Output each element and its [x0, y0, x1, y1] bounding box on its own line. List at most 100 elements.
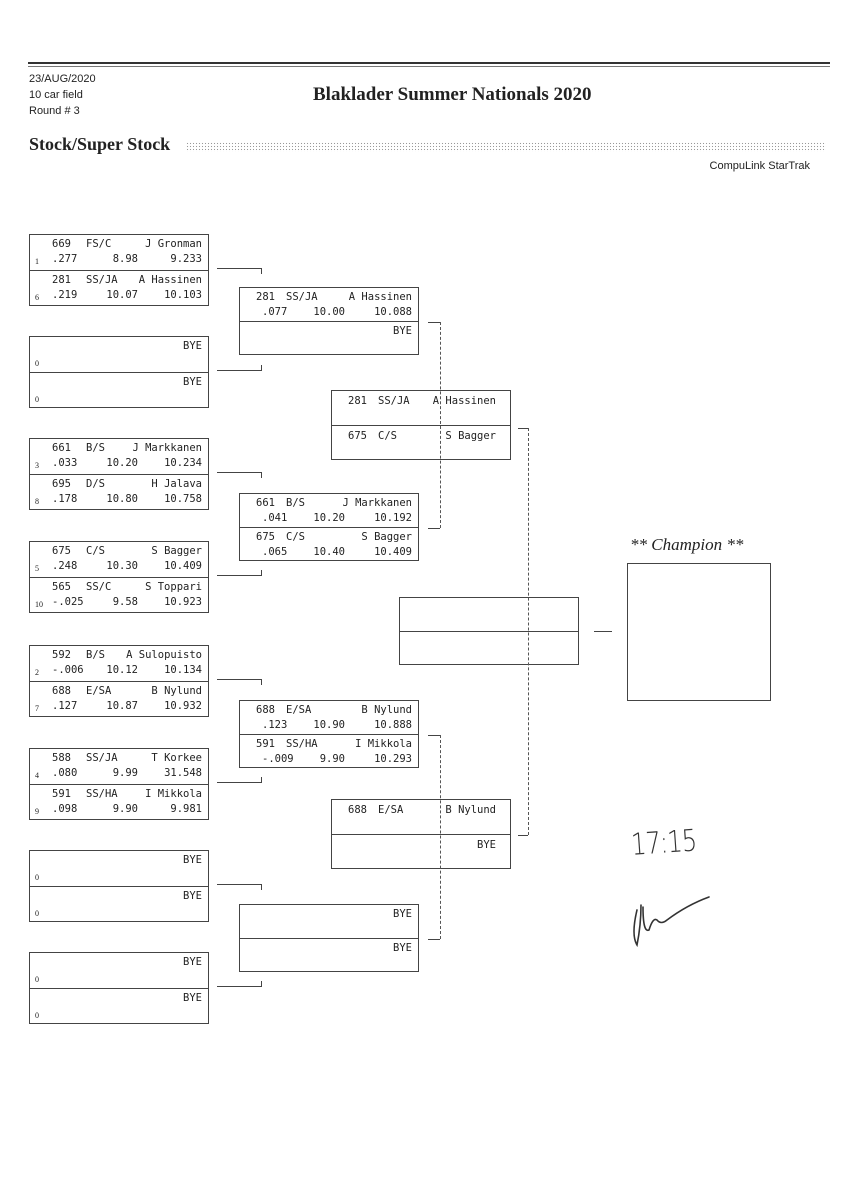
car-number: 688 — [256, 704, 275, 716]
seed-number: 0 — [35, 395, 39, 404]
seed-number: 7 — [35, 704, 39, 713]
reaction-time: .127 — [52, 700, 78, 712]
car-number: 675 — [52, 545, 71, 557]
elapsed-time: 10.923 — [164, 596, 202, 608]
driver-name: BYE — [183, 890, 202, 902]
car-class: SS/JA — [86, 752, 118, 764]
bracket-entry: BYE 0 — [30, 372, 208, 408]
car-number: 675 — [256, 531, 275, 543]
elapsed-time: 10.134 — [164, 664, 202, 676]
connector-line — [217, 472, 262, 473]
connector-line — [428, 735, 440, 736]
reaction-time: .277 — [52, 253, 78, 265]
dial-in: 10.12 — [106, 664, 138, 676]
driver-name: BYE — [183, 376, 202, 388]
dial-in: 10.80 — [106, 493, 138, 505]
car-number: 565 — [52, 581, 71, 593]
connector-line — [217, 884, 262, 885]
elapsed-time: 10.758 — [164, 493, 202, 505]
elapsed-time: 10.409 — [374, 546, 412, 558]
car-number: 661 — [52, 442, 71, 454]
connector-line — [518, 835, 528, 836]
connector-line — [217, 268, 262, 269]
driver-name: B Nylund — [361, 704, 412, 716]
final-to-champion-line — [594, 631, 612, 632]
elapsed-time: 10.932 — [164, 700, 202, 712]
driver-name: S Bagger — [151, 545, 202, 557]
car-class: C/S — [378, 430, 397, 442]
reaction-time: .123 — [262, 719, 288, 731]
car-number: 281 — [256, 291, 275, 303]
car-class: SS/HA — [86, 788, 118, 800]
driver-name: BYE — [477, 839, 496, 851]
dial-in: 10.90 — [313, 719, 345, 731]
driver-name: B Nylund — [445, 804, 496, 816]
car-class: SS/JA — [286, 291, 318, 303]
elapsed-time: 9.981 — [170, 803, 202, 815]
elapsed-time: 10.088 — [374, 306, 412, 318]
driver-name: H Jalava — [151, 478, 202, 490]
car-number: 669 — [52, 238, 71, 250]
seed-number: 0 — [35, 975, 39, 984]
car-class: SS/JA — [378, 395, 410, 407]
bracket-entry: BYE — [240, 938, 418, 972]
driver-name: J Markkanen — [132, 442, 202, 454]
driver-name: BYE — [183, 854, 202, 866]
car-number: 591 — [52, 788, 71, 800]
dial-in: 10.20 — [106, 457, 138, 469]
connector-tick — [261, 777, 262, 783]
car-class: SS/JA — [86, 274, 118, 286]
car-class: FS/C — [86, 238, 112, 250]
seed-number: 0 — [35, 359, 39, 368]
elapsed-time: 31.548 — [164, 767, 202, 779]
car-class: SS/HA — [286, 738, 318, 750]
reaction-time: -.006 — [52, 664, 84, 676]
driver-name: S Bagger — [361, 531, 412, 543]
driver-name: I Mikkola — [355, 738, 412, 750]
dial-in: 9.90 — [112, 803, 138, 815]
driver-name: BYE — [393, 942, 412, 954]
car-number: 695 — [52, 478, 71, 490]
elapsed-time: 10.409 — [164, 560, 202, 572]
seed-number: 8 — [35, 497, 39, 506]
dial-in: 9.99 — [112, 767, 138, 779]
driver-name: BYE — [183, 992, 202, 1004]
bracket-entry: BYE — [332, 834, 510, 869]
seed-number: 3 — [35, 461, 39, 470]
driver-name: J Markkanen — [342, 497, 412, 509]
software-brand: CompuLink StarTrak — [709, 160, 810, 172]
champion-box — [627, 563, 771, 701]
driver-name: BYE — [183, 340, 202, 352]
driver-name: S Bagger — [445, 430, 496, 442]
connector-tick — [261, 679, 262, 685]
connector-dashed — [528, 428, 529, 835]
elapsed-time: 9.233 — [170, 253, 202, 265]
car-class: E/SA — [286, 704, 312, 716]
bracket-entry: BYE — [240, 321, 418, 355]
dial-in: 10.87 — [106, 700, 138, 712]
section-dotted-rule — [186, 142, 826, 152]
elapsed-time: 10.293 — [374, 753, 412, 765]
car-number: 588 — [52, 752, 71, 764]
bracket-entry — [400, 631, 578, 665]
connector-tick — [261, 570, 262, 576]
car-class: C/S — [86, 545, 105, 557]
